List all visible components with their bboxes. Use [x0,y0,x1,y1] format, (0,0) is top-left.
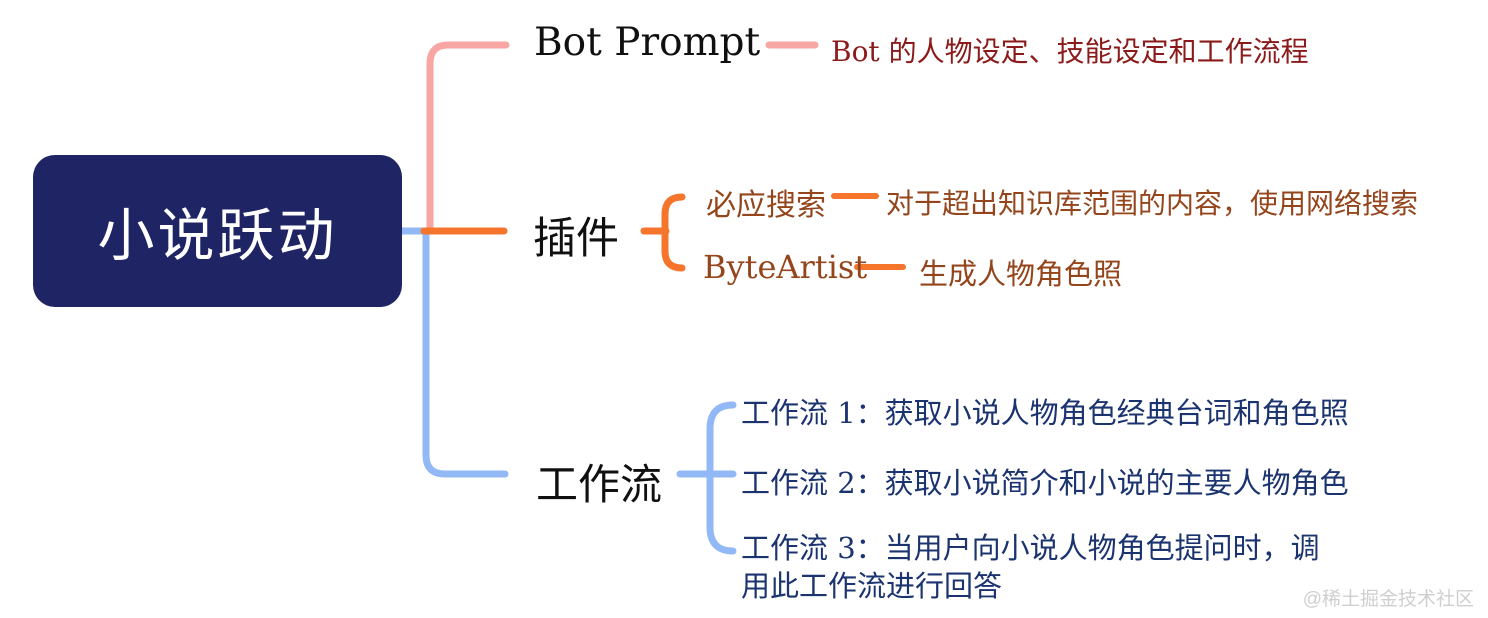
plugin-node-label: 插件 [533,215,619,263]
workflow-item-2: 工作流 2：获取小说简介和小说的主要人物角色 [741,466,1349,500]
bot-prompt-branch-line [426,41,510,232]
byteartist-node-label: ByteArtist [703,248,868,286]
bot-prompt-node-label: Bot Prompt [534,20,761,65]
byteartist-note: 生成人物角色照 [919,257,1123,291]
workflow-branch-line [398,227,509,478]
root-node: 小说跃动 [33,155,402,307]
workflow-node-label: 工作流 [536,461,663,508]
root-node-label: 小说跃动 [97,204,338,268]
bot-prompt-note: Bot 的人物设定、技能设定和工作流程 [831,35,1309,68]
plugin-bracket-line [661,193,686,272]
workflow-item-3: 工作流 3：当用户向小说人物角色提问时，调用此工作流进行回答 [741,531,1320,603]
bing-search-note: 对于超出知识库范围的内容，使用网络搜索 [886,187,1419,220]
watermark-text: @稀土掘金技术社区 [1302,589,1474,610]
workflow-item-1: 工作流 1：获取小说人物角色经典台词和角色照 [741,396,1349,430]
workflow-bracket-line [706,401,737,555]
bing-search-node-label: 必应搜索 [706,188,826,223]
